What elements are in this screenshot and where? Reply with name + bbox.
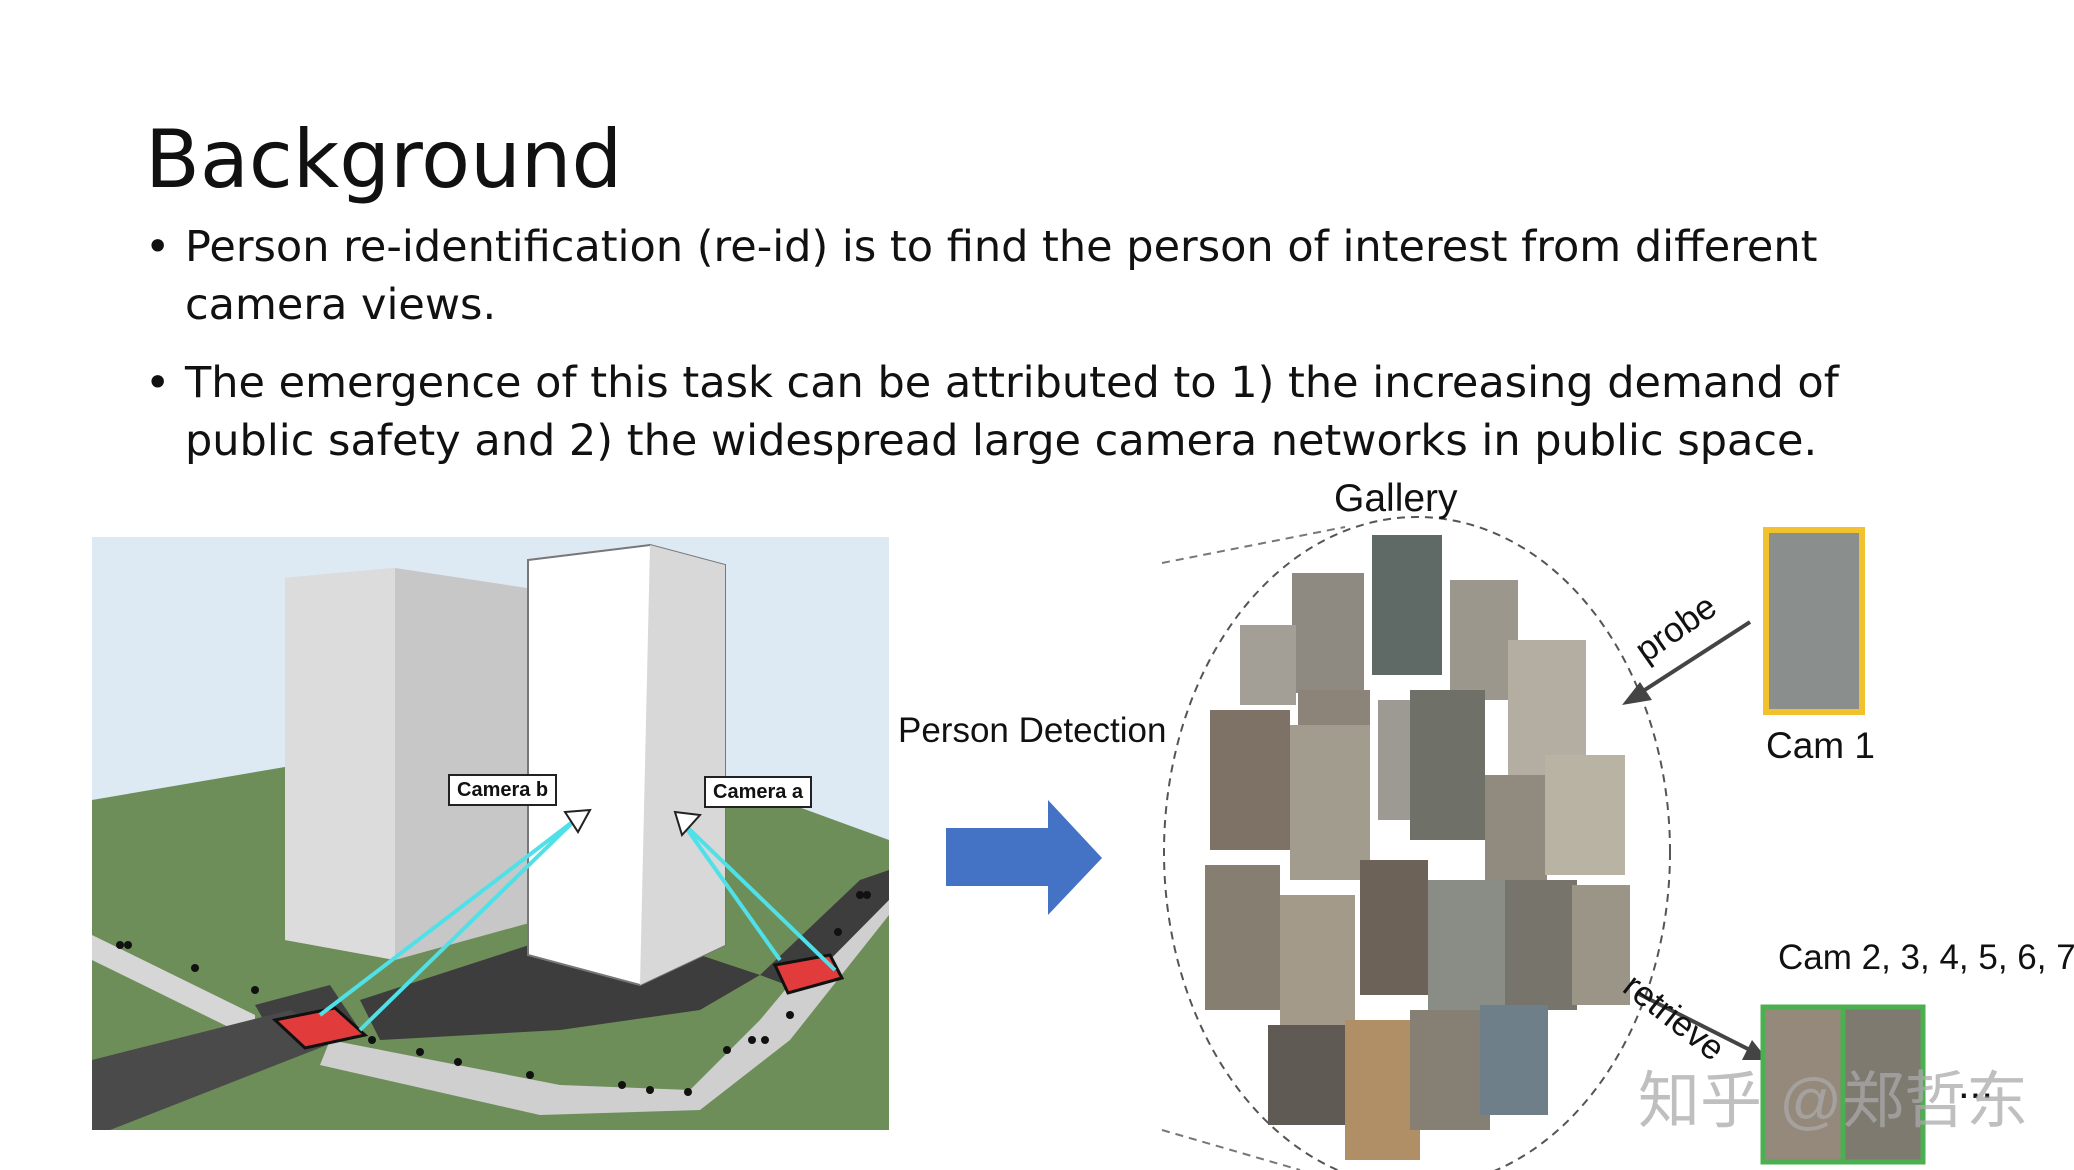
ellipsis-label: ...: [1958, 1060, 1994, 1107]
camera-b-icon: [563, 808, 592, 834]
gallery-thumb: [1205, 865, 1280, 1010]
building-left-face: [285, 568, 395, 960]
bullet-text: Person re-identification (re-id) is to f…: [185, 222, 1818, 330]
gallery: [1161, 516, 1671, 1170]
probe-arrow: [1622, 620, 1752, 705]
road: [760, 870, 889, 990]
slide-title: Background: [145, 113, 623, 206]
camera-b-beams: [318, 818, 577, 1032]
cam1-label: Cam 1: [1766, 725, 1875, 766]
bullet-text: The emergence of this task can be attrib…: [185, 358, 1839, 466]
person-detection-label: Person Detection: [898, 711, 1167, 750]
gallery-thumb: [1505, 880, 1577, 1010]
gallery-thumb: [1290, 725, 1370, 880]
gallery-thumb: [1485, 775, 1547, 890]
city-scene: [92, 537, 889, 1130]
gallery-thumb: [1572, 885, 1630, 1005]
gallery-thumb: [1280, 895, 1355, 1045]
gallery-thumb: [1372, 535, 1442, 675]
camera-a-icon: [673, 810, 703, 837]
pedestrians: [116, 891, 871, 1096]
person-detection-arrow: [946, 800, 1102, 915]
gallery-thumb: [1360, 860, 1428, 995]
bullet-item: • The emergence of this task can be attr…: [145, 354, 1905, 470]
gallery-thumb: [1508, 640, 1586, 775]
gallery-thumb: [1428, 880, 1506, 1015]
bullet-marker: •: [145, 358, 171, 408]
gallery-thumb: [1240, 625, 1296, 705]
retrieved-image: [1760, 1004, 1846, 1165]
gallery-thumb: [1545, 755, 1625, 875]
probe-image: [1763, 527, 1865, 715]
camera-b-label: Camera b: [448, 774, 558, 806]
gallery-thumb: [1268, 1025, 1348, 1125]
gallery-thumbnails: [1205, 535, 1630, 1160]
bullet-marker: •: [145, 222, 171, 272]
bullet-list: • Person re-identification (re-id) is to…: [145, 218, 1905, 490]
gallery-thumb: [1292, 573, 1364, 693]
camera-a-beams: [680, 820, 837, 972]
gallery-ellipse: [1163, 516, 1671, 1170]
gallery-thumb: [1450, 580, 1518, 700]
watermark: 知乎 @郑哲东: [1638, 1067, 2029, 1136]
gallery-perspective-line: [1161, 526, 1346, 564]
road: [92, 935, 255, 1040]
crosswalk-a: [772, 953, 845, 995]
gallery-thumb: [1410, 690, 1485, 840]
road: [92, 1010, 340, 1130]
gallery-perspective-line: [1161, 1129, 1301, 1170]
camera-a-label: Camera a: [704, 776, 813, 808]
gallery-label: Gallery: [1334, 477, 1458, 520]
retrieved-image: [1840, 1004, 1926, 1165]
sidewalk: [320, 880, 889, 1115]
cams-label: Cam 2, 3, 4, 5, 6, 7: [1778, 938, 2074, 977]
building-right-face: [640, 545, 725, 985]
gallery-thumb: [1345, 1020, 1420, 1160]
crosswalk-b: [271, 1006, 369, 1050]
gallery-thumb: [1410, 1010, 1490, 1130]
gallery-thumb: [1210, 710, 1290, 850]
gallery-thumb: [1480, 1005, 1548, 1115]
bullet-item: • Person re-identification (re-id) is to…: [145, 218, 1905, 334]
